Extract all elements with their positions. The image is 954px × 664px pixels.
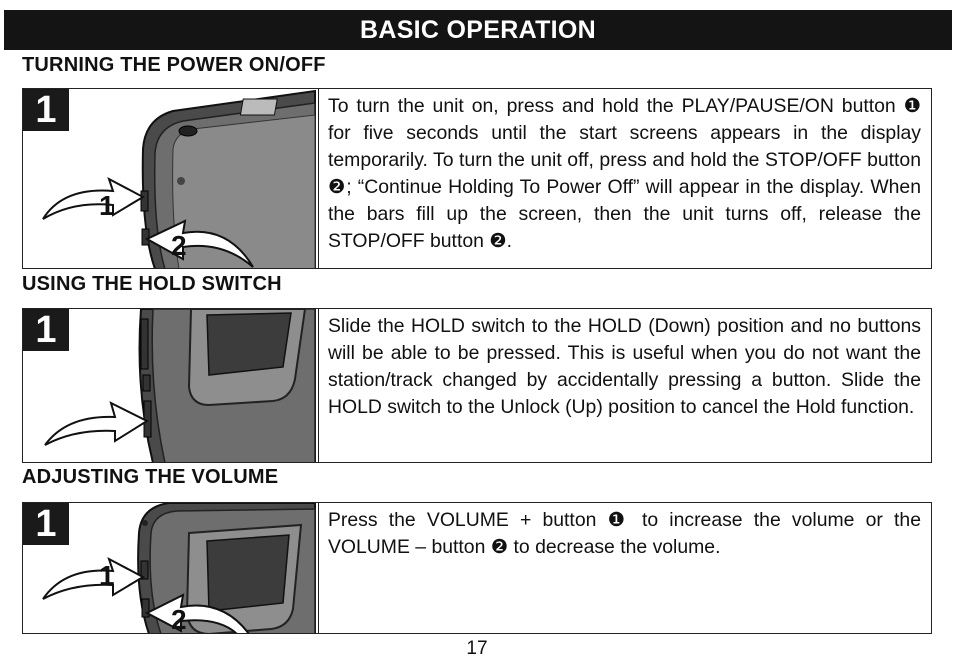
section-title-volume: ADJUSTING THE VOLUME <box>22 466 279 488</box>
callout-label-2: 2 <box>171 230 187 261</box>
instruction-text-hold: Slide the HOLD switch to the HOLD (Down)… <box>328 315 921 418</box>
section-title-power: TURNING THE POWER ON/OFF <box>22 54 326 76</box>
instruction-text-volume: Press the VOLUME + button ❶ to increase … <box>328 509 921 558</box>
page-title: BASIC OPERATION <box>360 15 596 44</box>
callout-arrow-1 <box>42 556 146 600</box>
callout-label-1: 1 <box>99 560 115 591</box>
page-number: 17 <box>466 638 488 659</box>
figure-power-buttons: 1 1 2 <box>23 89 319 268</box>
callout-arrow-2 <box>144 219 254 268</box>
figure-volume-buttons: 1 1 2 <box>23 503 319 633</box>
device-illustration-power: 1 2 <box>42 89 316 268</box>
step-badge: 1 <box>23 89 69 131</box>
step-badge: 1 <box>23 503 69 545</box>
callout-arrow-2 <box>144 593 250 633</box>
device-illustration-volume: 1 2 <box>42 503 316 633</box>
callout-arrow-hold <box>44 401 150 446</box>
device-illustration-hold <box>44 309 316 462</box>
panel-hold: 1 Slide the HOLD switch to the HOLD (Dow… <box>22 308 932 463</box>
page-header-bar: BASIC OPERATION <box>4 10 952 50</box>
instruction-text-power: To turn the unit on, press and hold the … <box>328 95 921 252</box>
figure-hold-switch: 1 <box>23 309 319 462</box>
callout-label-2: 2 <box>171 604 187 633</box>
section-title-hold: USING THE HOLD SWITCH <box>22 273 282 295</box>
callout-arrow-1 <box>42 176 146 220</box>
callout-label-1: 1 <box>99 190 115 221</box>
step-badge: 1 <box>23 309 69 351</box>
panel-power: 1 1 2 To turn the unit on, press and hol… <box>22 88 932 269</box>
panel-volume: 1 1 2 Press the VOLUME + button ❶ to inc… <box>22 502 932 634</box>
